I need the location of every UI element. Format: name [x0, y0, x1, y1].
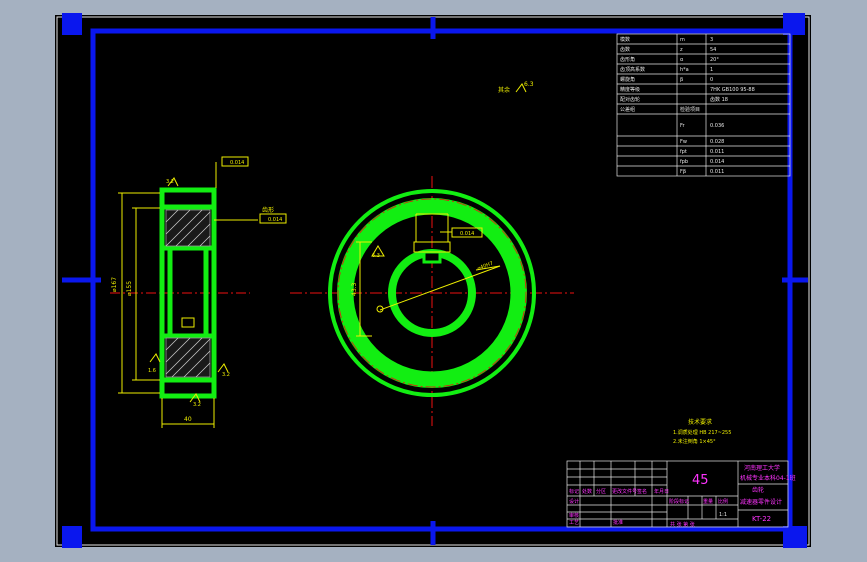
param-cell-4-1: β — [680, 77, 683, 83]
gear-outer-circle — [328, 189, 536, 397]
param-cell-9-2: 0.028 — [710, 139, 724, 145]
tech-requirements-line2: 2.未注倒角 1×45° — [673, 438, 716, 445]
param-cell-9-1: Fw — [680, 139, 687, 145]
param-cell-1-0: 齿数 — [620, 46, 630, 53]
param-cell-4-2: 0 — [710, 77, 713, 83]
scale-value: 1:1 — [719, 512, 727, 518]
sheet-count: 共 张 第 张 — [670, 521, 695, 528]
roughness-side-left: 1.6 — [148, 368, 156, 374]
param-cell-2-2: 20° — [710, 57, 719, 63]
school-name: 河南理工大学 — [744, 464, 780, 472]
param-cell-10-1: fpt — [680, 149, 687, 155]
tb-left-label-5: 年月日 — [654, 488, 669, 495]
part-name: 齿轮 — [752, 486, 764, 494]
tb-role-2: 工艺 — [569, 520, 579, 526]
gear-front-view: 43.3 6.3 0.014 ⌀40H7 其余 6.3 — [290, 81, 574, 426]
param-cell-2-1: α — [680, 57, 684, 63]
gear-rim-circle — [337, 198, 527, 388]
tb-left-label-3: 更改文件号 — [612, 488, 637, 495]
tolerance-hub-value: 0.014 — [230, 160, 244, 166]
tolerance-face-value: 0.014 — [268, 217, 282, 223]
param-cell-2-0: 齿形角 — [620, 56, 635, 63]
tb-stage-1: 重量 — [703, 498, 713, 505]
assembly-name: 减速器零件设计 — [740, 498, 782, 506]
roughness-general-value: 6.3 — [524, 81, 534, 88]
param-cell-0-0: 模数 — [620, 36, 630, 43]
param-cell-3-1: h*a — [680, 67, 689, 73]
param-cell-11-2: 0.014 — [710, 159, 724, 165]
roughness-side-right: 3.2 — [222, 372, 230, 378]
param-cell-1-2: 54 — [710, 47, 716, 53]
param-cell-3-0: 齿顶高系数 — [620, 66, 645, 73]
param-cell-8-2: 0.036 — [710, 123, 724, 129]
gear-parameter-table: 模数 m 3 齿数 z 54 齿形角 α 20° 齿顶高系数 h*a 1 螺旋角 β 0 精度等级 7HK GB… — [616, 33, 791, 177]
bore-diameter-leader: ⌀40H7 — [477, 261, 494, 272]
gear-hub-circle — [350, 211, 514, 375]
param-cell-0-1: m — [680, 37, 685, 43]
class-name: 机械专业本科04-1班 — [740, 474, 796, 482]
gear-side-section-view: ⌀167 ⌀155 40 0.014 0.014 齿形 3.2 1.6 3.2 … — [110, 156, 287, 428]
tb-stage-0: 阶段标记 — [669, 498, 689, 505]
dim-outer-diameter: ⌀167 — [111, 277, 118, 292]
param-cell-5-0: 精度等级 — [620, 86, 640, 93]
dim-root-diameter: ⌀155 — [126, 281, 133, 296]
material-label: 45 — [692, 473, 709, 488]
tb-left-label-0: 标记 — [569, 488, 579, 495]
roughness-side-bottom: 3.2 — [193, 402, 201, 408]
tolerance-key-value: 0.014 — [460, 231, 474, 237]
param-cell-6-0: 配对齿轮 — [620, 96, 640, 103]
roughness-key: 6.3 — [372, 253, 380, 259]
dim-key-depth: 43.3 — [351, 282, 358, 296]
tb-role-0: 设计 — [569, 498, 579, 505]
tech-requirements-line1: 1.调质处理 HB 217~255 — [673, 429, 731, 436]
param-cell-12-1: Fβ — [680, 169, 686, 175]
param-cell-7-1: 检验项目 — [680, 106, 700, 113]
tooth-profile-label: 齿形 — [262, 206, 274, 214]
param-cell-10-2: 0.011 — [710, 149, 724, 155]
tb-role-1: 审核 — [569, 512, 579, 519]
drawing-number: KT-22 — [752, 515, 771, 523]
param-cell-4-0: 螺旋角 — [620, 76, 635, 83]
tb-left-label-2: 分区 — [596, 488, 606, 495]
param-cell-6-2: 齿数 18 — [710, 96, 728, 103]
param-cell-8-1: Fr — [680, 123, 686, 129]
param-cell-3-2: 1 — [710, 67, 713, 73]
roughness-general-note: 其余 — [498, 86, 510, 94]
param-cell-12-2: 0.011 — [710, 169, 724, 175]
drawing-frame — [62, 13, 808, 548]
tb-stage-2: 比例 — [718, 498, 728, 505]
param-cell-11-1: fpb — [680, 159, 688, 165]
tb-role-3: 批准 — [613, 519, 623, 526]
param-cell-5-2: 7HK GB100 95-88 — [710, 87, 755, 93]
param-cell-1-1: z — [680, 47, 683, 53]
pitch-circle — [337, 198, 527, 388]
roughness-side-top: 3.2 — [166, 179, 174, 185]
dim-width: 40 — [184, 416, 192, 423]
technical-requirements: 技术要求 1.调质处理 HB 217~255 2.未注倒角 1×45° — [673, 418, 731, 445]
keyway — [422, 250, 442, 264]
tb-left-label-1: 处数 — [582, 488, 592, 495]
tech-requirements-title: 技术要求 — [688, 418, 712, 426]
title-block: 45 河南理工大学 机械专业本科04-1班 齿轮 减速器零件设计 KT-22 1… — [566, 460, 796, 528]
param-cell-0-2: 3 — [710, 37, 713, 43]
tb-left-label-4: 签名 — [637, 488, 647, 495]
param-cell-7-0: 公差组 — [620, 106, 635, 113]
